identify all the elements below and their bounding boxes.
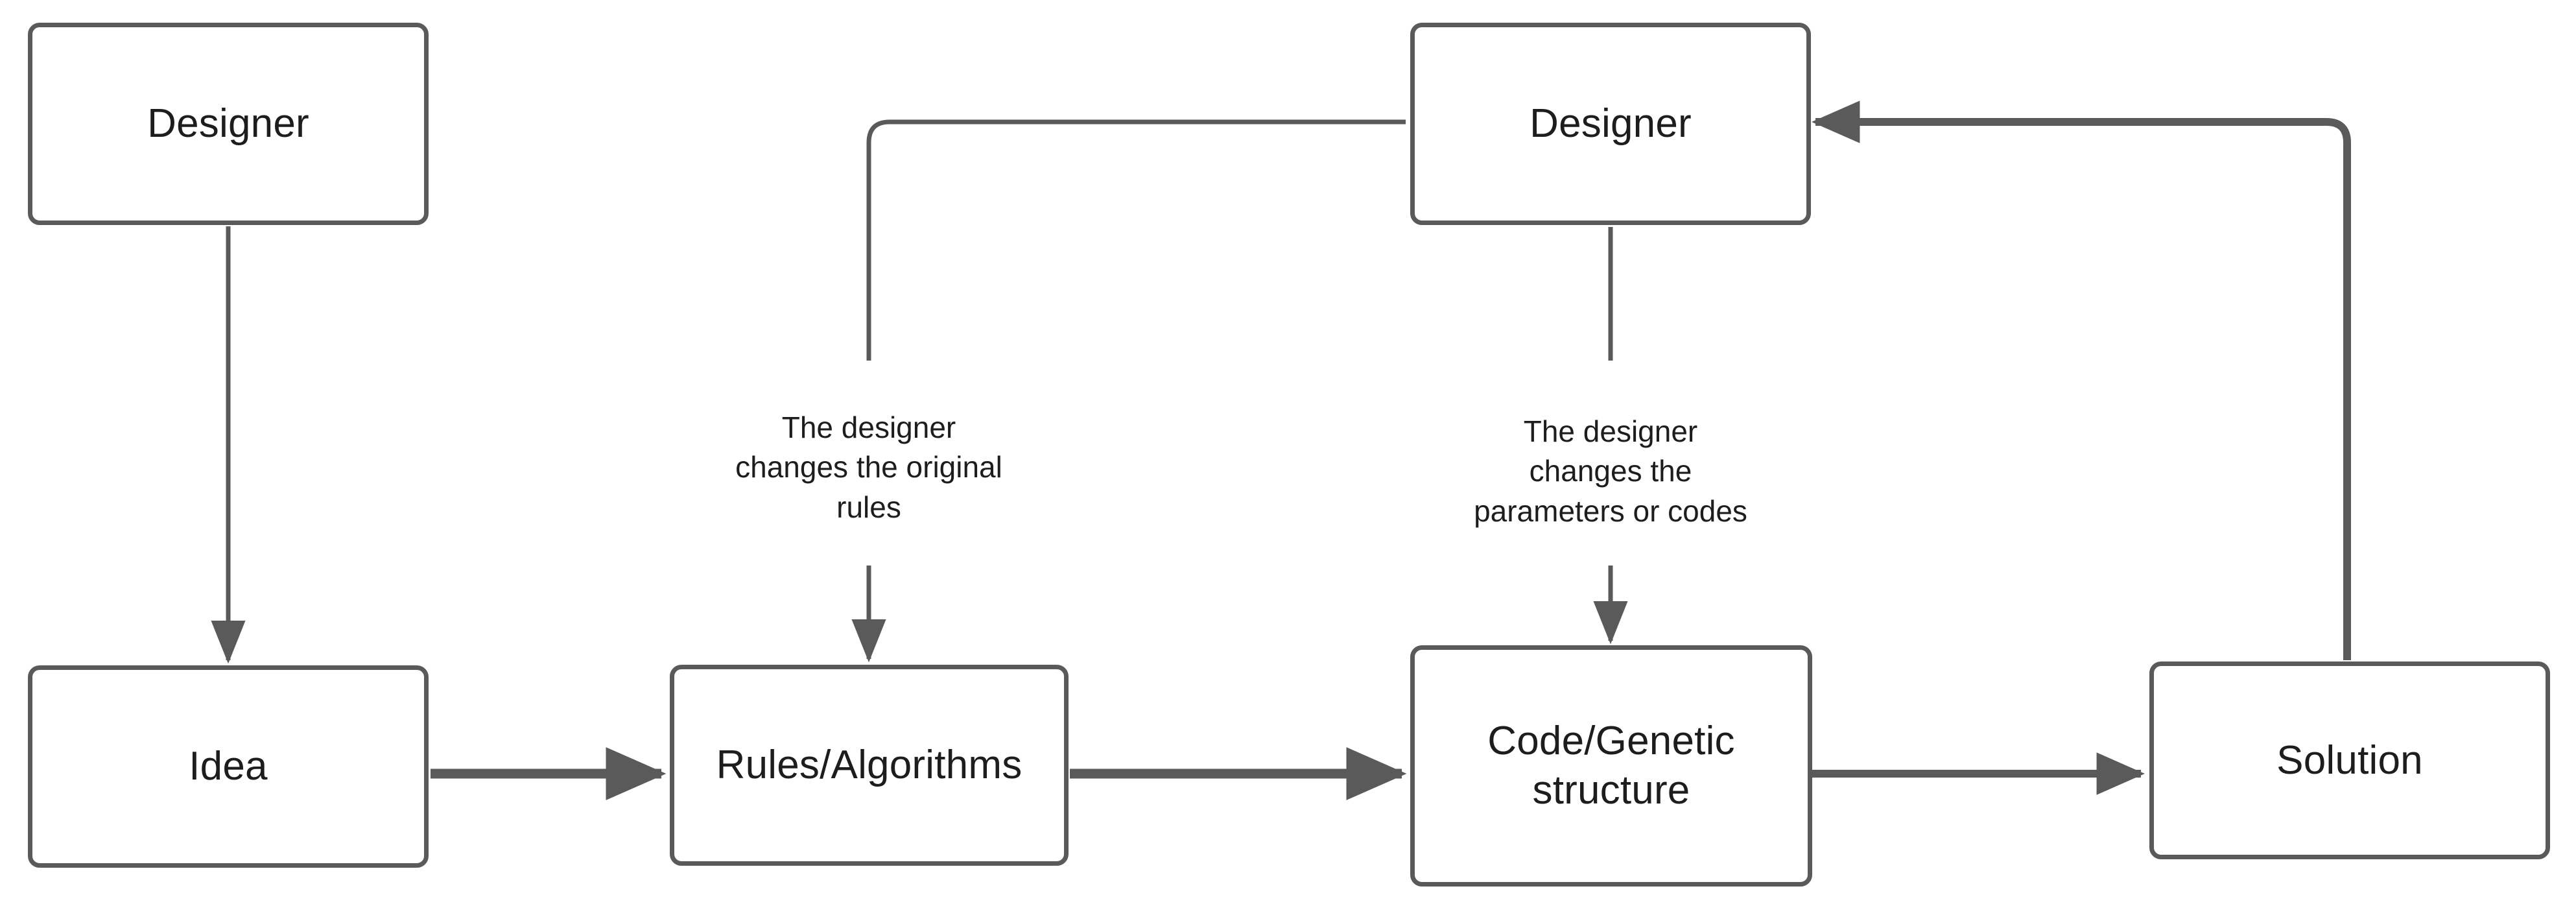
node-designer-left-label: Designer: [147, 101, 309, 147]
node-designer-left[interactable]: Designer: [28, 23, 429, 225]
edge-solution-to-designer-right: [1812, 101, 2351, 660]
node-designer-right-label: Designer: [1530, 101, 1692, 147]
edge-label-rules-change: The designer changes the original rules: [687, 367, 1050, 529]
edge-label-params-change-text: The designer changes the parameters or c…: [1474, 414, 1747, 528]
node-idea-label: Idea: [189, 744, 268, 789]
node-designer-right[interactable]: Designer: [1410, 23, 1811, 225]
node-idea[interactable]: Idea: [28, 665, 429, 868]
node-code-label: Code/Genetic structure: [1487, 719, 1735, 813]
node-rules[interactable]: Rules/Algorithms: [670, 665, 1069, 866]
edge-label-params-change: The designer changes the parameters or c…: [1429, 371, 1792, 532]
node-code[interactable]: Code/Genetic structure: [1410, 645, 1812, 887]
node-solution-label: Solution: [2276, 737, 2423, 783]
edge-designer-right-to-rules: [866, 119, 1406, 361]
node-solution[interactable]: Solution: [2149, 661, 2550, 859]
edge-label-rules-change-text: The designer changes the original rules: [735, 411, 1002, 524]
node-rules-label: Rules/Algorithms: [716, 743, 1022, 788]
